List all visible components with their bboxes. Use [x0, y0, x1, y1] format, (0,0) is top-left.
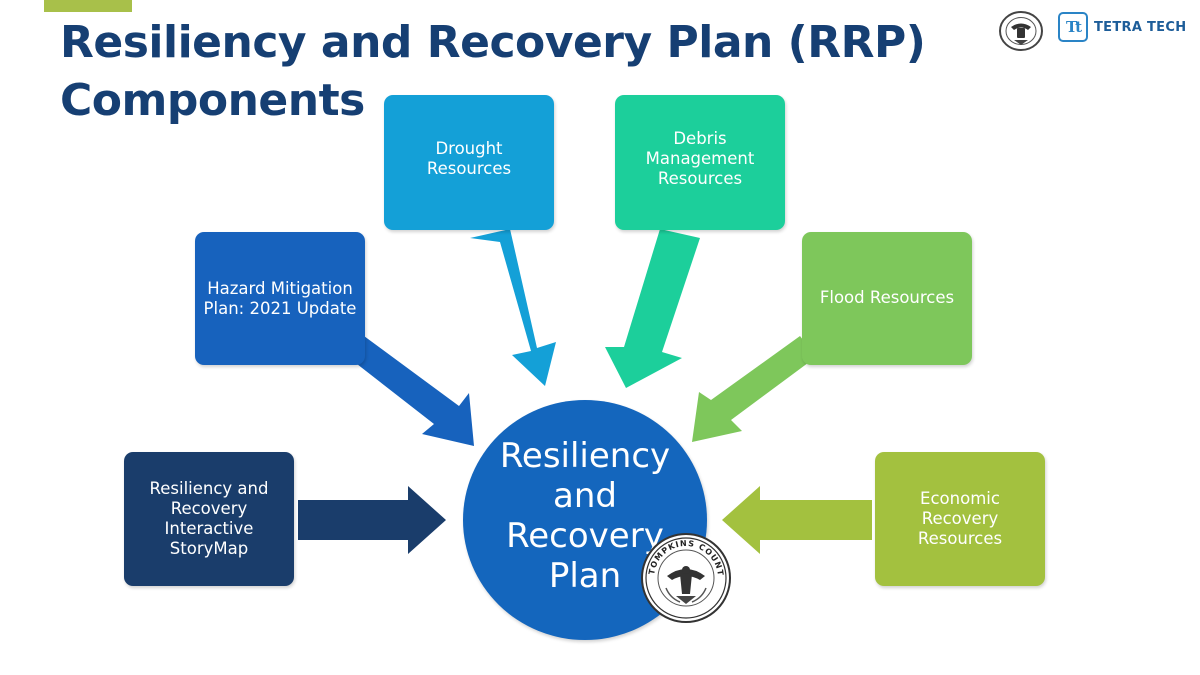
component-box-economic: Economic Recovery Resources: [875, 452, 1045, 586]
county-seal-center-logo: TOMPKINS COUNTY: [640, 532, 731, 623]
component-label-flood: Flood Resources: [819, 288, 955, 307]
page-title-line-2: Components: [60, 75, 365, 126]
component-label-hazard-mitigation: Hazard Mitigation Plan: 2021 Update: [203, 278, 357, 318]
component-label-economic: Economic Recovery Resources: [917, 489, 1003, 548]
component-box-storymap: Resiliency and Recovery Interactive Stor…: [124, 452, 294, 586]
tetra-tech-logo: Tt TETRA TECH: [1058, 10, 1186, 44]
accent-bar: [44, 0, 132, 12]
center-label: Resiliency and Recovery Plan: [499, 436, 671, 596]
arrow-debris: [605, 229, 700, 388]
county-seal-logo: [999, 11, 1043, 51]
page-title: Resiliency and Recovery Plan (RRP) Compo…: [60, 14, 926, 130]
arrow-hazard: [348, 336, 474, 446]
page-title-line-1: Resiliency and Recovery Plan (RRP): [60, 17, 926, 68]
arrow-storymap: [298, 486, 446, 554]
arrow-drought: [470, 229, 556, 386]
tetra-tech-wordmark: TETRA TECH: [1094, 19, 1187, 35]
component-label-debris: Debris Management Resources: [645, 129, 755, 188]
component-box-drought: Drought Resources: [384, 95, 554, 230]
component-label-storymap: Resiliency and Recovery Interactive Stor…: [149, 479, 269, 558]
tetra-tech-mark: Tt: [1058, 12, 1088, 42]
component-box-flood: Flood Resources: [802, 232, 972, 365]
component-box-hazard-mitigation: Hazard Mitigation Plan: 2021 Update: [195, 232, 365, 365]
component-box-debris: Debris Management Resources: [615, 95, 785, 230]
arrow-flood: [692, 336, 816, 442]
component-label-drought: Drought Resources: [426, 139, 512, 178]
arrow-economic: [722, 486, 872, 554]
